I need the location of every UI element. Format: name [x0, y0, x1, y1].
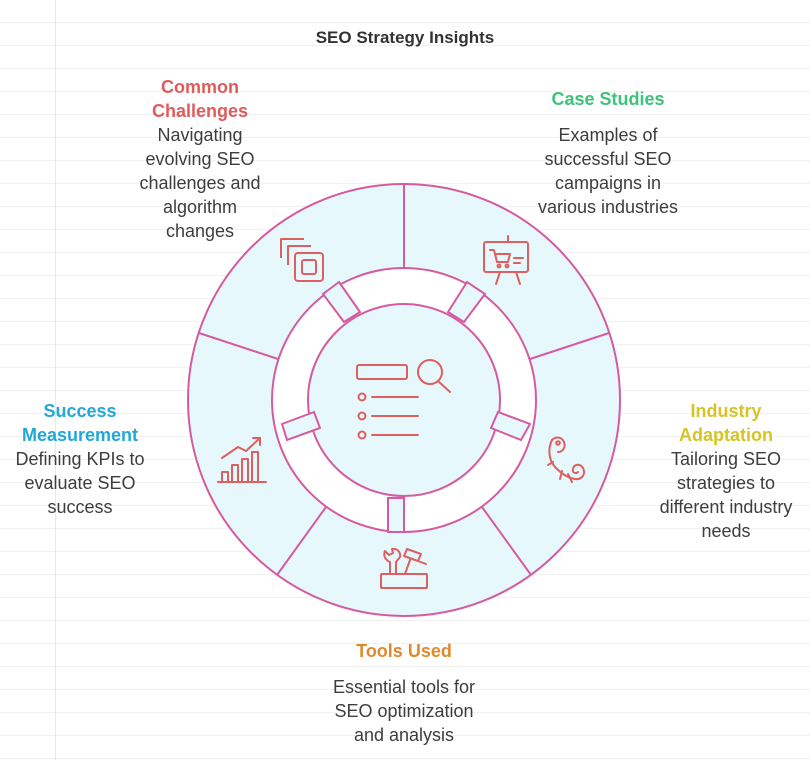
segment-description: Examples of successful SEO campaigns in …: [537, 125, 679, 217]
presentation-cart-icon: [483, 235, 529, 285]
segment-title: Industry Adaptation: [679, 401, 773, 445]
segment-common-challenges: Common Challenges Navigating evolving SE…: [110, 75, 290, 243]
notebook-margin-line: [55, 0, 56, 760]
segment-description: Essential tools for SEO optimization and…: [332, 677, 476, 745]
chameleon-icon: [547, 436, 585, 483]
segment-description: Defining KPIs to evaluate SEO success: [15, 449, 145, 517]
segment-industry-adaptation: Industry Adaptation Tailoring SEO strate…: [645, 399, 807, 543]
layers-icon: [280, 238, 324, 282]
segment-success-measurement: Success Measurement Defining KPIs to eva…: [0, 399, 160, 519]
segment-dividers: [198, 184, 610, 576]
segment-title: Common Challenges: [151, 77, 249, 121]
center-disk: [307, 303, 501, 497]
segment-description: Navigating evolving SEO challenges and a…: [139, 125, 261, 241]
segment-title: Case Studies: [551, 89, 665, 109]
toolbox-icon: [380, 547, 428, 589]
growth-chart-icon: [217, 437, 267, 483]
segment-title: Tools Used: [356, 641, 452, 661]
inner-band-gaps: [280, 280, 532, 533]
segment-tools-used: Tools Used Essential tools for SEO optim…: [304, 639, 504, 747]
segment-description: Tailoring SEO strategies to different in…: [659, 449, 793, 541]
segment-title: Success Measurement: [21, 401, 139, 445]
search-list-icon: [356, 359, 451, 440]
segment-case-studies: Case Studies Examples of successful SEO …: [508, 87, 708, 219]
diagram-title: SEO Strategy Insights: [315, 28, 495, 47]
